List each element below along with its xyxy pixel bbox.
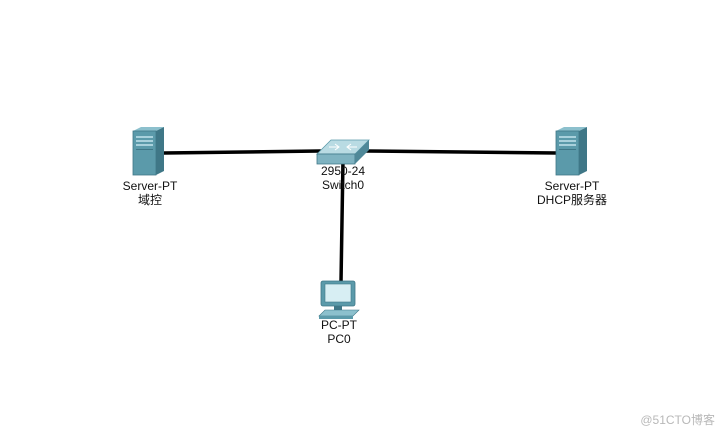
pc0-label: PC-PT PC0 — [309, 318, 369, 346]
watermark: @51CTO博客 — [640, 413, 715, 427]
device-name: DHCP服务器 — [536, 193, 607, 207]
links — [162, 149, 559, 284]
switch0-label: 2950-24 Switch0 — [308, 164, 378, 192]
server-right-label: Server-PT DHCP服务器 — [532, 179, 612, 207]
device-name: 域控 — [137, 193, 162, 207]
server-icon[interactable] — [555, 127, 587, 176]
server-icon[interactable] — [132, 127, 164, 176]
device-model: 2950-24 — [320, 164, 366, 178]
server-left-label: Server-PT 域控 — [118, 179, 182, 207]
device-model: PC-PT — [321, 318, 357, 332]
device-name: PC0 — [327, 332, 351, 346]
device-name: Switch0 — [321, 178, 365, 192]
device-model: Server-PT — [122, 179, 178, 193]
link-switch0-pc0 — [339, 158, 345, 284]
link-server-left-switch0 — [162, 149, 322, 155]
link-switch0-server-right — [364, 149, 559, 155]
switch-icon[interactable] — [316, 139, 370, 165]
pc-icon[interactable] — [318, 280, 360, 319]
device-model: Server-PT — [544, 179, 600, 193]
